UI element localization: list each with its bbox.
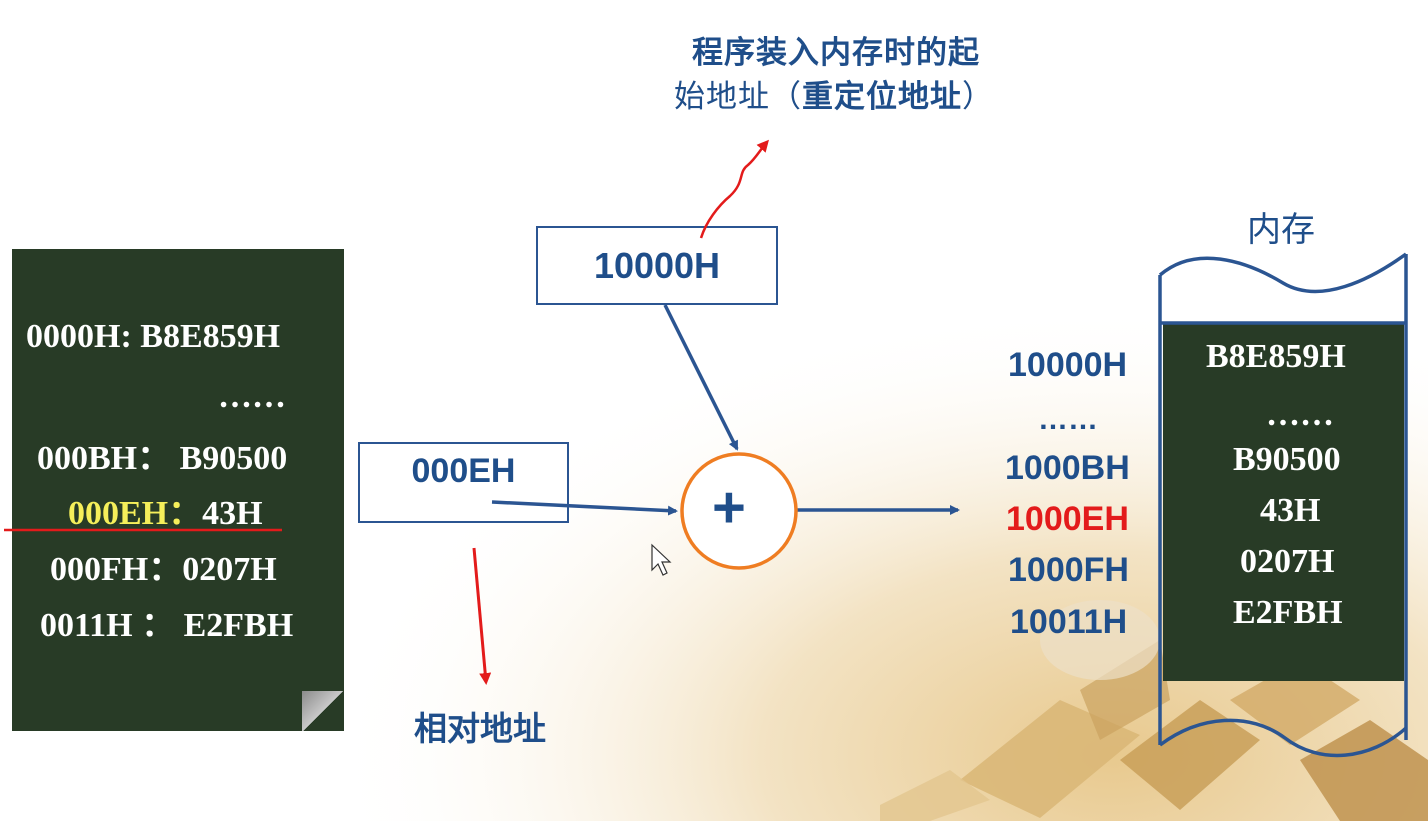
memory-content: B8E859H [1206,338,1346,375]
program-separator: : [120,318,132,355]
memory-bottom-wave [1158,718,1408,758]
memory-address: 10000H [1008,346,1128,384]
memory-content: …… [1266,396,1334,433]
program-address: 000BH [37,440,138,477]
program-separator: ： [148,551,183,588]
program-separator: ： [137,440,172,477]
base-address-label-line1: 程序装入内存时的起 [692,35,980,71]
program-address: 0000H [26,318,121,355]
program-card [12,249,344,731]
relative-address-label: 相对地址 [414,709,546,748]
adder-plus-icon: + [712,475,746,540]
base-label-arrow [699,139,769,239]
program-address: 0011H [40,607,133,644]
program-line-5: 0011H ： E2FBH [40,597,293,646]
program-code: B8E859H [140,318,281,355]
program-code: 43H [202,495,263,532]
memory-address: 1000BH [1005,449,1130,487]
memory-content: 0207H [1240,543,1335,580]
program-separator: ： [168,495,203,532]
program-address: 000FH [50,551,149,588]
program-code: 0207H [182,551,277,588]
program-line-2: 000BH： B90500 [37,430,287,479]
memory-title: 内存 [1247,210,1315,250]
program-code: B90500 [179,440,288,477]
base-label-suffix: ） [962,79,994,115]
relative-address-value: 000EH [411,452,516,490]
base-address-value: 10000H [593,244,721,286]
memory-address: …… [1038,403,1098,436]
program-ellipsis: …… [218,378,286,415]
memory-content: 43H [1260,492,1321,529]
program-line-4: 000FH：0207H [50,541,277,590]
base-address-label-line2: 始地址（重定位地址） [674,71,994,116]
memory-top-wave [1158,252,1408,294]
memory-address: 10011H [1010,603,1128,641]
relative-label-arrow [472,547,492,685]
memory-content: E2FBH [1233,594,1343,631]
program-address-highlighted: 000EH [68,495,169,532]
program-code: E2FBH [183,607,294,644]
base-label-prefix: 始地址（ [674,79,802,115]
memory-address: 1000FH [1008,551,1129,589]
program-line-0: 0000H: B8E859H [26,318,280,356]
relative-to-adder-arrow [491,500,678,516]
base-to-adder-arrow [663,304,739,451]
program-line-3: 000EH：43H [68,485,263,534]
memory-contents-panel [1163,323,1404,681]
mouse-cursor-icon [651,543,672,576]
program-separator: ： [132,607,176,644]
adder-circle [680,452,798,570]
memory-content: B90500 [1233,441,1341,478]
relative-address-box: 000EH [358,442,569,523]
relocation-address-term: 重定位地址 [802,79,962,115]
memory-address-highlighted: 1000EH [1006,500,1129,538]
base-address-box: 10000H [536,226,778,305]
page-curl [302,691,344,731]
